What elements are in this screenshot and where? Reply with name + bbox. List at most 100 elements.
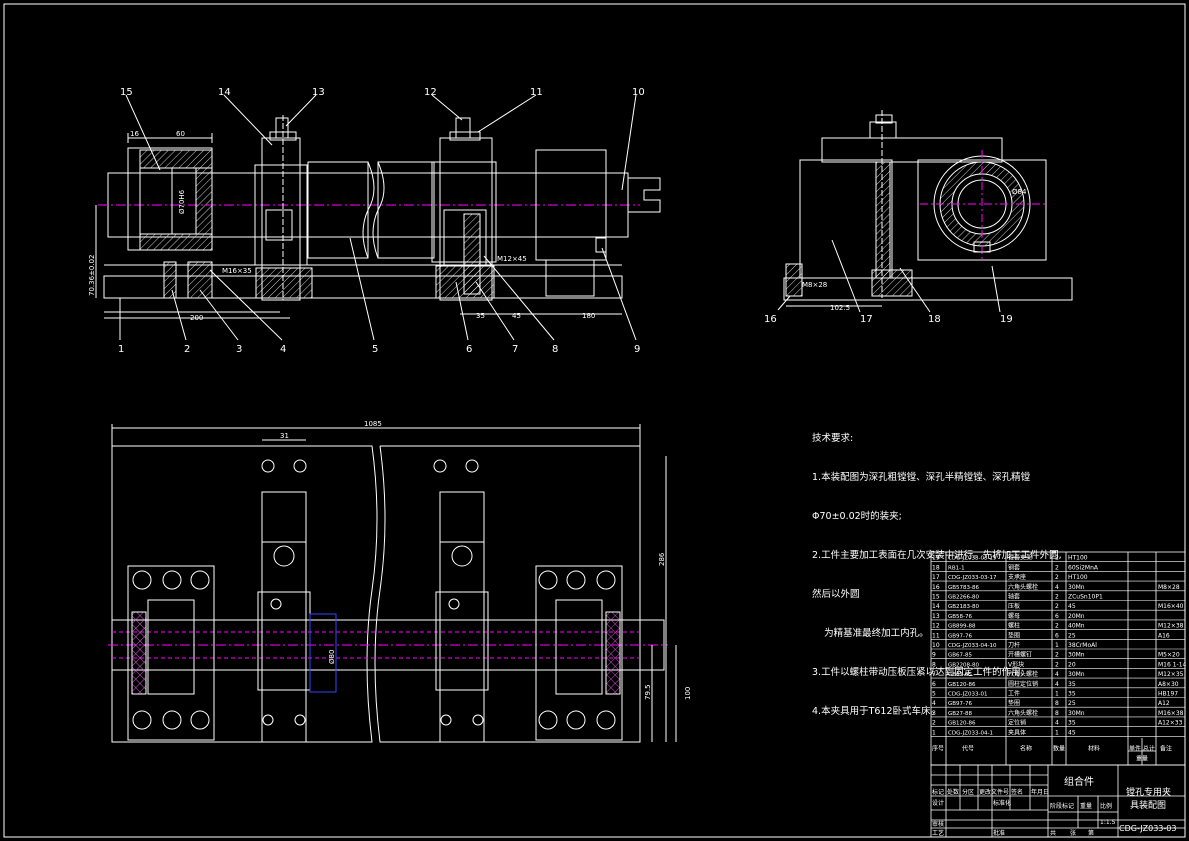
top-view — [108, 424, 677, 743]
bom-cell-no: 2 — [932, 720, 936, 727]
balloon-8: 8 — [552, 344, 558, 355]
bom-cell-qty: 4 — [1055, 720, 1059, 727]
tb-process: 工艺 — [932, 829, 944, 837]
tb-scale: 1:1.5 — [1100, 819, 1116, 826]
bom-cell-code: GB5783-86 — [948, 585, 980, 591]
bom-cell-note: A12 — [1158, 700, 1170, 707]
bom-cell-code: GB67-85 — [948, 672, 973, 678]
tb-review: 审核 — [932, 820, 944, 828]
bom-cell-code: GB97-76 — [948, 633, 973, 639]
tb-weight: 重量 — [1080, 802, 1092, 810]
bom-cell-name: 螺母 — [1008, 612, 1020, 620]
bom-cell-qty: 4 — [1055, 671, 1059, 678]
bom-cell-mat: 30Mn — [1068, 710, 1085, 717]
bom-cell-code: GB97-76 — [948, 701, 973, 707]
balloon-1: 1 — [118, 344, 124, 355]
tech-note-4: 4.本夹具用于T612卧式车床。 — [812, 706, 940, 717]
bom-cell-note: HB197 — [1158, 691, 1178, 698]
bom-cell-note: M8×28 — [1158, 584, 1180, 591]
bom-cell-code: GB58-76 — [948, 614, 973, 620]
bom-cell-no: 11 — [932, 632, 940, 639]
dim-top-h79: 79.5 — [644, 684, 652, 700]
bom-cell-no: 18 — [932, 564, 940, 571]
tech-title: 技术要求: — [812, 433, 854, 444]
bom-cell-code: GB2266-80 — [948, 595, 980, 601]
bom-cell-qty: 2 — [1055, 564, 1059, 571]
bom-cell-name: 轴套 — [1008, 593, 1020, 601]
bom-cell-qty: 6 — [1055, 613, 1059, 620]
bom-cell-qty: 8 — [1055, 700, 1059, 707]
bom-cell-code: GB2208-80 — [948, 662, 980, 668]
bom-cell-name: 六角头螺栓 — [1008, 583, 1038, 591]
dim-bore: Ø70H6 — [178, 189, 186, 214]
tb-title-2: 具装配图 — [1130, 799, 1166, 811]
bom-cell-qty: 2 — [1055, 594, 1059, 601]
bom-cell-name: 开槽螺钉 — [1008, 651, 1032, 659]
tech-note-1: 1.本装配图为深孔粗镗镗、深孔半精镗镗、深孔精镗 — [812, 472, 1031, 483]
bom-cell-name: V形块 — [1008, 660, 1024, 668]
dim-side-dia: Ø84 — [1012, 188, 1027, 196]
bom-cell-no: 5 — [932, 691, 936, 698]
bom-cell-no: 8 — [932, 661, 936, 668]
bom-header-mat: 材料 — [1088, 744, 1100, 752]
bom-cell-mat: 25 — [1068, 700, 1076, 707]
bom-cell-no: 17 — [932, 574, 940, 581]
dim-top-w31: 31 — [280, 432, 289, 440]
tech-note-1b: Φ70±0.02时的装夹; — [812, 511, 902, 522]
bom-cell-qty: 2 — [1055, 574, 1059, 581]
bom-cell-name: 圆柱定位销 — [1008, 680, 1038, 688]
bom-header-name: 名称 — [1020, 744, 1032, 752]
bom-cell-name: 定位销 — [1008, 719, 1026, 727]
balloon-7: 7 — [512, 344, 518, 355]
bom-cell-note: M16×40 — [1158, 603, 1184, 610]
bom-cell-name: 钢套 — [1008, 563, 1020, 571]
bom-cell-qty: 1 — [1055, 729, 1059, 736]
balloon-14: 14 — [218, 87, 231, 98]
balloon-12: 12 — [424, 87, 437, 98]
tech-note-2c: 为精基准最终加工内孔。 — [812, 628, 929, 639]
tb-sign: 签名 — [1011, 788, 1023, 796]
dim-side-len: 102.5 — [830, 304, 850, 312]
bom-cell-no: 16 — [932, 584, 940, 591]
tb-std: 标准化 — [993, 799, 1011, 807]
bom-cell-code: GB120-86 — [948, 721, 976, 727]
tb-total: 共 — [1050, 829, 1056, 837]
bom-cell-mat: 60Si2MnA — [1068, 564, 1099, 571]
balloon-16: 16 — [764, 314, 777, 325]
bom-cell-no: 9 — [932, 652, 936, 659]
bom-cell-qty: 6 — [1055, 632, 1059, 639]
bom-cell-mat: 38CrMoAl — [1068, 642, 1097, 649]
bom-cell-no: 1 — [932, 729, 936, 736]
bom-cell-mat: 25 — [1068, 632, 1076, 639]
bom-cell-qty: 2 — [1055, 623, 1059, 630]
balloon-5: 5 — [372, 344, 378, 355]
tech-note-3: 3.工件以螺柱带动压板压紧以达到固定工件的作用; — [812, 667, 1024, 678]
balloon-2: 2 — [184, 344, 190, 355]
bom-cell-qty: 8 — [1055, 710, 1059, 717]
bom-cell-note: A8×30 — [1158, 681, 1179, 688]
bom-cell-note: A16 — [1158, 632, 1170, 639]
tb-sheet: 张 — [1070, 829, 1076, 837]
bom-cell-no: 19 — [932, 555, 940, 562]
bom-cell-mat: HT100 — [1068, 555, 1088, 562]
dim-thread-m16: M16×35 — [222, 267, 252, 275]
tb-design: 设计 — [932, 799, 944, 807]
bom-cell-code: GB2183-80 — [948, 604, 980, 610]
tb-assembly: 组合件 — [1064, 775, 1094, 788]
bom-cell-code: GB67-85 — [948, 653, 973, 659]
dim-top-h100: 100 — [684, 687, 692, 700]
balloon-3: 3 — [236, 344, 242, 355]
bom-header-note: 备注 — [1160, 744, 1172, 752]
balloon-11: 11 — [530, 87, 543, 98]
bom-cell-qty: 1 — [1055, 642, 1059, 649]
tb-mark: 标记 — [932, 788, 944, 796]
balloon-6: 6 — [466, 344, 472, 355]
bom-cell-no: 4 — [932, 700, 936, 707]
tech-note-2: 2.工件主要加工表面在几次安装中进行。先将加工工件外圆, — [812, 550, 1062, 561]
bom-cell-qty: 1 — [1055, 691, 1059, 698]
bom-cell-qty: 2 — [1055, 661, 1059, 668]
bom-cell-no: 3 — [932, 710, 936, 717]
bom-cell-mat: 45 — [1068, 729, 1076, 736]
dim-200: 200 — [190, 314, 203, 322]
